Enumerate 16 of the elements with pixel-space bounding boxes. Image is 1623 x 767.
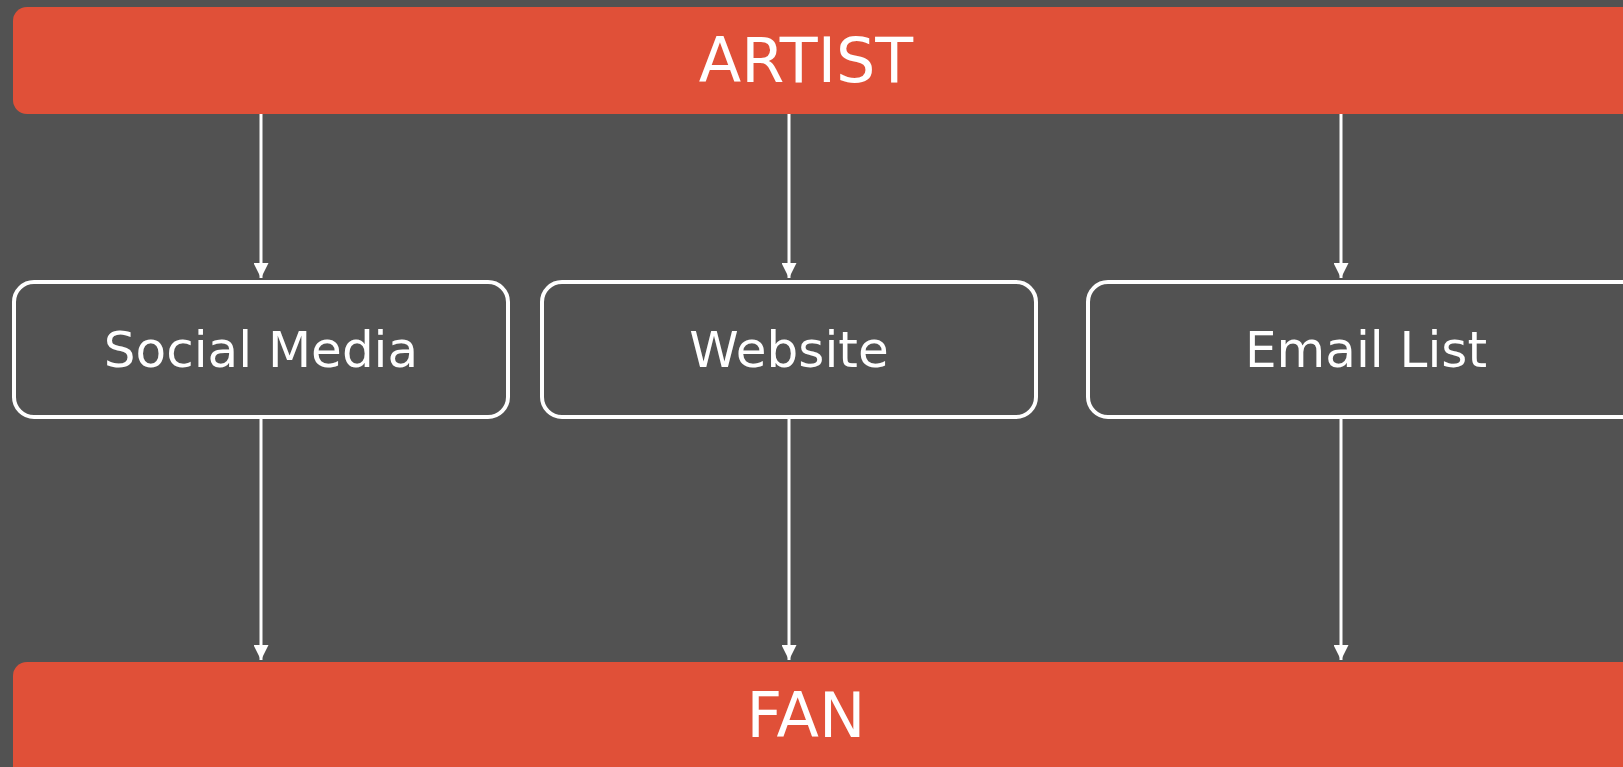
box-label: Website [689, 320, 889, 379]
arrow [253, 114, 269, 278]
arrow [253, 419, 269, 660]
channel-box [12, 280, 510, 419]
channel-box [540, 280, 1038, 419]
arrow [781, 114, 797, 278]
band-title: ARTIST [698, 24, 914, 97]
box-label: Social Media [103, 320, 419, 379]
header-bar [13, 7, 1623, 114]
arrow [1333, 114, 1349, 278]
footer-bar [13, 662, 1623, 767]
arrow [781, 419, 797, 660]
arrow [1333, 419, 1349, 660]
box-label: Email List [1245, 320, 1487, 379]
band-title: FAN [746, 678, 866, 752]
channel-box [1086, 280, 1623, 419]
